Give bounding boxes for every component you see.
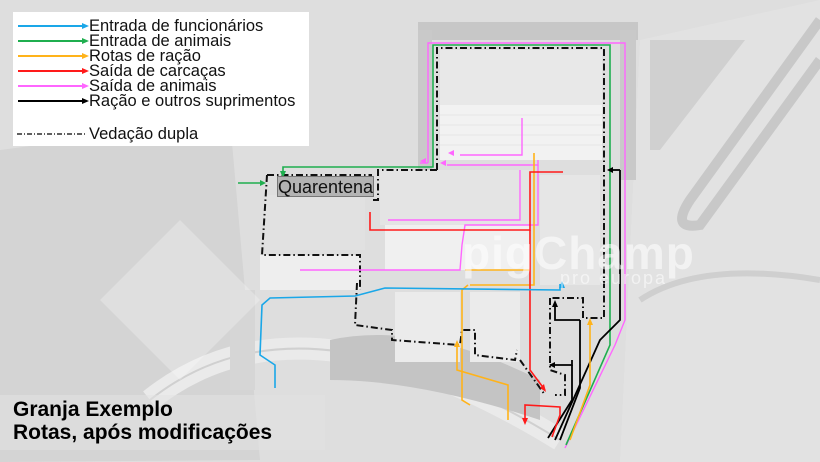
- blue-arrow-icon: [18, 23, 89, 29]
- legend-item-vedacao-dupla: Vedação dupla: [13, 126, 198, 142]
- map-title-block: Granja Exemplo Rotas, após modificações: [0, 395, 325, 450]
- legend: Entrada de funcionários Entrada de anima…: [13, 12, 309, 146]
- legend-item-rotas-racao: Rotas de ração: [13, 48, 201, 64]
- watermark-brand: pigChamp: [462, 227, 695, 279]
- legend-label: Rotas de ração: [89, 47, 201, 65]
- legend-label: Entrada de funcionários: [89, 17, 264, 35]
- yellow-arrow-icon: [18, 53, 89, 59]
- title-farm-name: Granja Exemplo: [13, 398, 173, 421]
- legend-label: Saída de carcaças: [89, 62, 226, 80]
- title-subtitle: Rotas, após modificações: [13, 421, 273, 444]
- legend-label: Vedação dupla: [89, 125, 199, 143]
- quarantine-label: Quarentena: [277, 176, 374, 197]
- legend-item-racao-suprimentos: Ração e outros suprimentos: [13, 93, 295, 109]
- legend-label: Saída de animais: [89, 77, 217, 95]
- legend-label: Entrada de animais: [89, 32, 232, 50]
- watermark-subtitle: pro europa: [560, 268, 668, 288]
- red-arrow-icon: [18, 68, 89, 74]
- dash-dot-line-icon: [17, 133, 87, 135]
- black-arrow-icon: [18, 98, 89, 104]
- green-arrow-icon: [18, 38, 89, 44]
- legend-item-entrada-animais: Entrada de animais: [13, 33, 231, 49]
- legend-item-saida-animais: Saída de animais: [13, 78, 217, 94]
- legend-item-entrada-funcionarios: Entrada de funcionários: [13, 18, 263, 34]
- legend-label: Ração e outros suprimentos: [89, 92, 296, 110]
- legend-item-saida-carcacas: Saída de carcaças: [13, 63, 226, 79]
- pink-arrow-icon: [18, 83, 89, 89]
